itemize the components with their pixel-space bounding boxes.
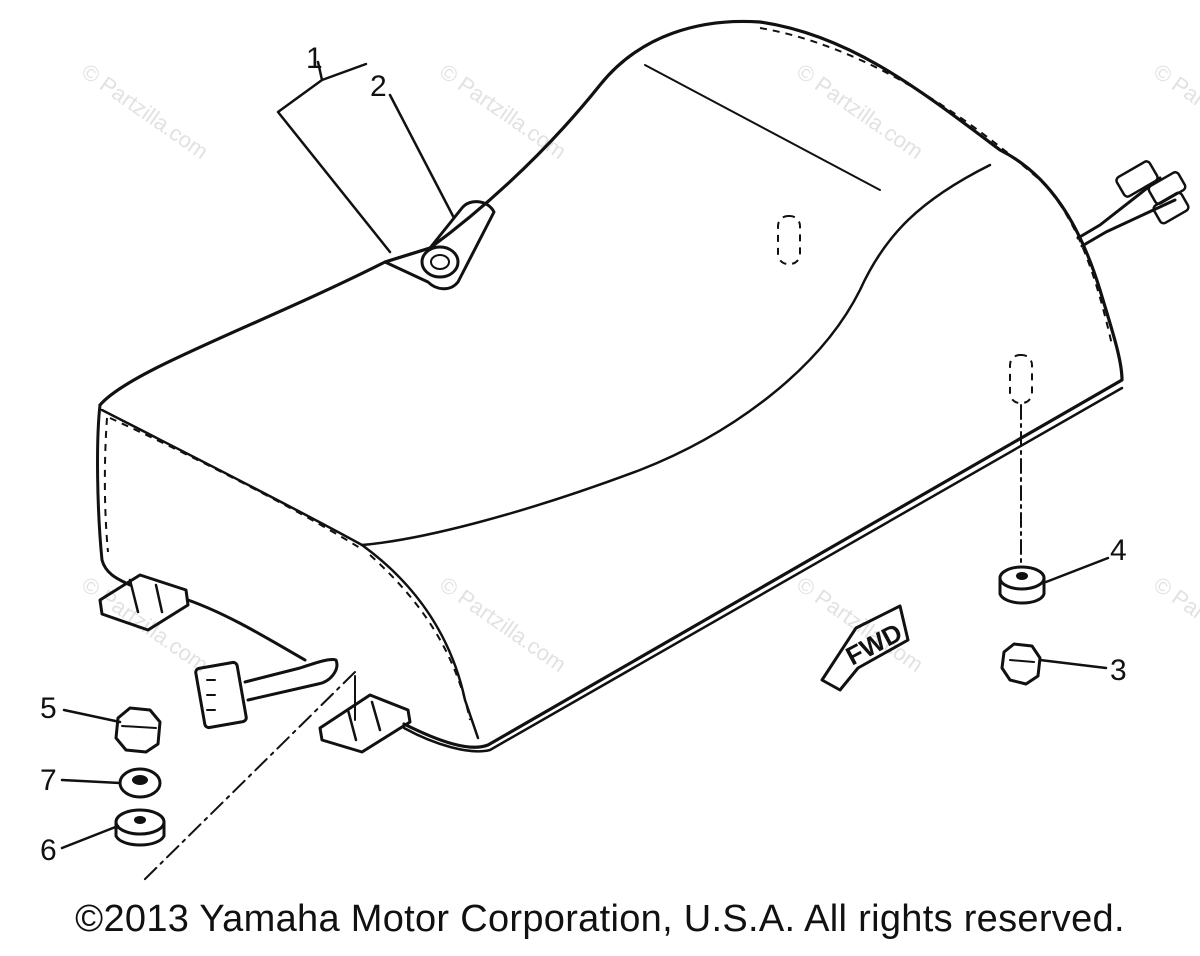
- watermark: © Partzilla.com: [435, 572, 571, 678]
- hinge-bracket-right: [318, 693, 412, 754]
- seat-outline: [98, 19, 1124, 749]
- seat-assembly: [96, 19, 1124, 753]
- watermark: © Partzilla.com: [435, 59, 571, 165]
- grommet-part-4: [998, 565, 1046, 605]
- washer-part-7: [118, 767, 162, 799]
- seat-stitch-rear: [759, 27, 1113, 346]
- nut-part-3: [1000, 642, 1042, 686]
- callout-6: 6: [40, 834, 57, 867]
- watermarks: © Partzilla.com © Partzilla.com © Partzi…: [77, 59, 1200, 678]
- grommet-part-6: [114, 808, 166, 847]
- seat-parts-diagram: © Partzilla.com © Partzilla.com © Partzi…: [40, 19, 1200, 883]
- callout-2: 2: [370, 70, 387, 103]
- seat-lock-hook: [383, 200, 496, 291]
- hinge-bracket-left: [98, 573, 307, 662]
- wire-connector-rear: [1076, 160, 1190, 248]
- copyright-notice: ©2013 Yamaha Motor Corporation, U.S.A. A…: [75, 898, 1125, 940]
- watermark: © Partzilla.com: [1149, 572, 1200, 678]
- seat-base-bottom: [402, 386, 1124, 753]
- seat-side-panel: [360, 543, 480, 740]
- watermark: © Partzilla.com: [77, 59, 213, 165]
- watermark: © Partzilla.com: [792, 59, 928, 165]
- seat-crease: [644, 64, 881, 191]
- seat-stitch-front: [109, 417, 361, 549]
- callout-4: 4: [1110, 534, 1127, 567]
- callout-1: 1: [306, 42, 323, 75]
- seat-left-edge: [96, 403, 132, 587]
- nut-part-5: [114, 706, 162, 754]
- callouts: 1 2 3 4 5 6 7: [40, 42, 1127, 867]
- seat-post-front: [1009, 354, 1033, 404]
- callout-7: 7: [40, 764, 57, 797]
- watermark: © Partzilla.com: [77, 572, 213, 678]
- watermark: © Partzilla.com: [1149, 59, 1200, 165]
- callout-3: 3: [1110, 654, 1127, 687]
- callout-5: 5: [40, 692, 57, 725]
- leader-lines: [60, 60, 1110, 850]
- mount-axis-line-lower: [141, 671, 356, 883]
- seat-stitch-side: [369, 554, 471, 721]
- seat-stitch-left: [103, 417, 109, 553]
- seat-post-rear: [777, 215, 801, 265]
- wire-connector-side: [194, 658, 339, 730]
- seat-cushion-front: [100, 163, 992, 547]
